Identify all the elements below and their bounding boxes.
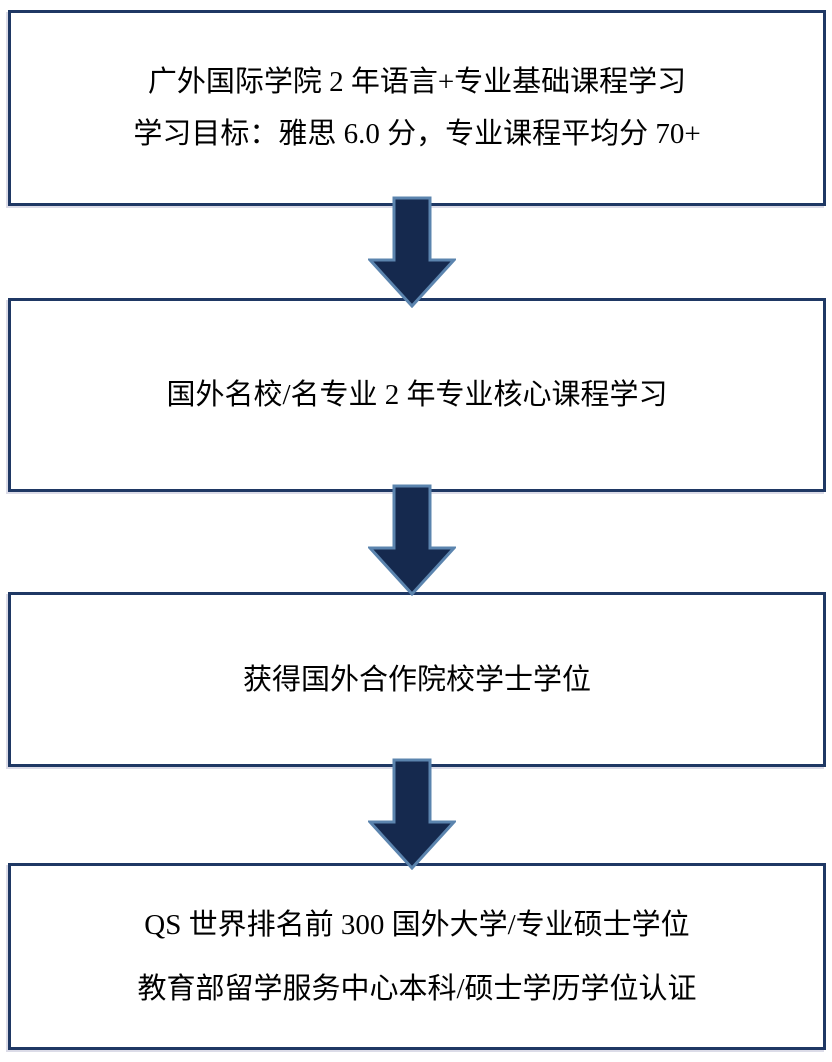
flow-box-stage-1: 广外国际学院 2 年语言+专业基础课程学习 学习目标：雅思 6.0 分，专业课程… [8,10,826,206]
down-arrow-2 [368,484,456,596]
flow-box-2-line-1: 国外名校/名专业 2 年专业核心课程学习 [166,379,668,411]
flow-box-4-line-2: 教育部留学服务中心本科/硕士学历学位认证 [137,972,697,1005]
down-arrow-icon [368,758,456,870]
flow-box-stage-4: QS 世界排名前 300 国外大学/专业硕士学位 教育部留学服务中心本科/硕士学… [8,863,826,1050]
flow-box-1-line-2: 学习目标：雅思 6.0 分，专业课程平均分 70+ [133,118,701,150]
down-arrow-icon [368,196,456,308]
flow-box-1-line-1: 广外国际学院 2 年语言+专业基础课程学习 [147,66,687,98]
flow-box-3-line-1: 获得国外合作院校学士学位 [242,663,591,696]
down-arrow-1 [368,196,456,308]
down-arrow-shape [368,484,456,596]
flow-box-4-line-1: QS 世界排名前 300 国外大学/专业硕士学位 [144,908,690,941]
flow-box-stage-2: 国外名校/名专业 2 年专业核心课程学习 [8,298,826,492]
flow-box-stage-3: 获得国外合作院校学士学位 [8,592,826,767]
down-arrow-3 [368,758,456,870]
down-arrow-shape [368,196,456,308]
down-arrow-icon [368,484,456,596]
down-arrow-shape [368,758,456,870]
